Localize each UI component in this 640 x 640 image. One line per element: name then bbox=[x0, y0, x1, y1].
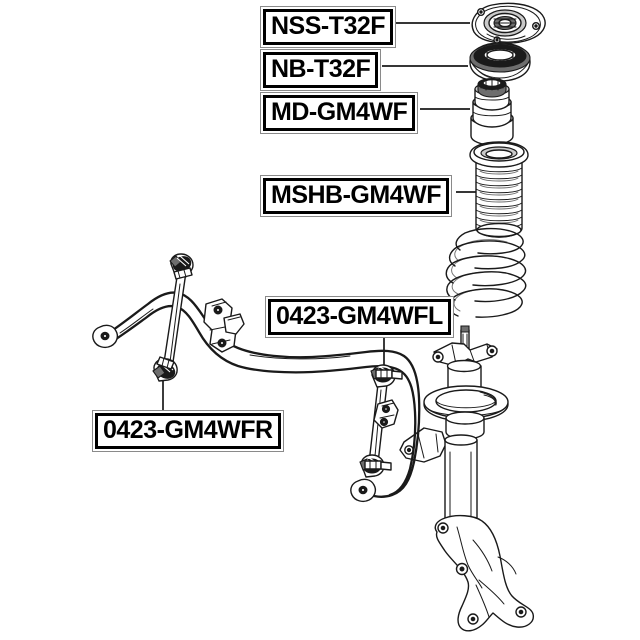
part-label-md-gm4wf[interactable]: MD-GM4WF bbox=[260, 92, 419, 134]
bump-stop-component bbox=[470, 78, 514, 146]
part-label-nss-t32f-text: NSS-T32F bbox=[263, 9, 394, 45]
strut-mount-component bbox=[471, 2, 546, 44]
steering-knuckle-component bbox=[434, 514, 534, 632]
part-label-nb-t32f[interactable]: NB-T32F bbox=[260, 49, 382, 91]
part-label-0423-gm4wfl[interactable]: 0423-GM4WFL bbox=[265, 296, 454, 338]
dust-boot-component bbox=[469, 141, 529, 238]
part-label-mshb-gm4wf[interactable]: MSHB-GM4WF bbox=[260, 175, 452, 217]
part-label-md-gm4wf-text: MD-GM4WF bbox=[263, 95, 416, 131]
part-label-0423-gm4wfl-text: 0423-GM4WFL bbox=[268, 299, 451, 335]
coil-spring-component bbox=[445, 227, 527, 318]
part-label-nb-t32f-text: NB-T32F bbox=[263, 52, 379, 88]
part-label-nss-t32f[interactable]: NSS-T32F bbox=[260, 6, 397, 48]
stabilizer-bar-bracket bbox=[203, 298, 245, 353]
stabilizer-link-right-component bbox=[359, 364, 403, 478]
stabilizer-link-left-component bbox=[152, 253, 194, 382]
part-label-0423-gm4wfr[interactable]: 0423-GM4WFR bbox=[92, 410, 284, 452]
part-label-mshb-gm4wf-text: MSHB-GM4WF bbox=[263, 178, 449, 214]
strut-assembly-component bbox=[399, 325, 509, 541]
part-label-0423-gm4wfr-text: 0423-GM4WFR bbox=[95, 413, 281, 449]
strut-mount-bearing-component bbox=[469, 42, 531, 82]
